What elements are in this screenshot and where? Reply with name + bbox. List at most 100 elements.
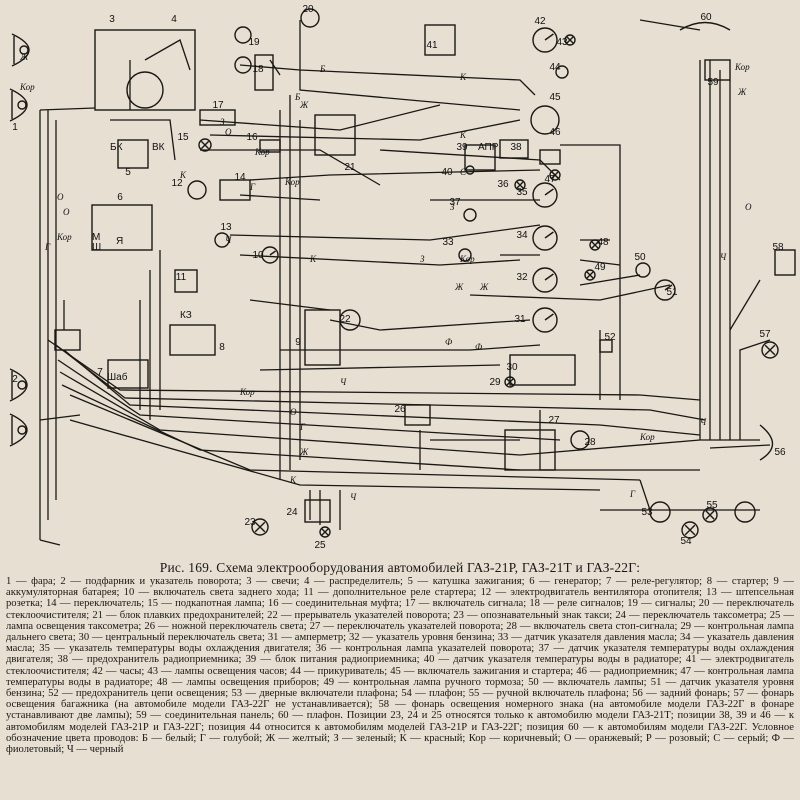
wire-label-mid-18: Ж: [479, 282, 489, 292]
wire-13: [39, 107, 96, 111]
taxometer-switch-24: [304, 499, 331, 523]
reverse-switch-10: [261, 246, 279, 264]
component-number-14: 14: [234, 172, 246, 183]
component-number-8: 8: [219, 342, 225, 353]
hood-lamp-15: [198, 138, 212, 152]
wire-35: [229, 224, 541, 241]
coupling-16: [259, 139, 281, 153]
horn-19a: [234, 26, 252, 44]
temp-gauge-35-needle: [544, 188, 554, 196]
wire-label-mid-22: Ч: [340, 377, 347, 387]
terminal-mark-4: Ш: [92, 242, 101, 253]
taxi-sign-23-cross: [254, 521, 266, 533]
fuse-52: [599, 339, 613, 353]
wire-label-bottom-7: Кор: [639, 432, 655, 442]
component-number-56: 56: [774, 447, 786, 458]
radio-psu-39: [464, 144, 496, 171]
component-number-47: 47: [544, 174, 556, 185]
handbrake-lamp-49: [584, 269, 596, 281]
wire-label-mid-7: К: [179, 170, 187, 180]
fuel-gauge-32: [532, 267, 558, 293]
clock-42-needle: [544, 33, 554, 41]
terminal-mark-3: М: [92, 232, 100, 243]
hood-lamp-15-cross: [200, 140, 210, 150]
component-number-31: 31: [514, 314, 526, 325]
wire-5: [47, 339, 701, 401]
radio-46: [539, 149, 561, 165]
headlight-1b-bulb: [17, 380, 27, 390]
panel-lamp-48-cross: [591, 241, 599, 249]
wire-49: [560, 144, 621, 400]
flasher-22: [339, 309, 361, 331]
wire-25: [144, 39, 191, 71]
component-number-36: 36: [497, 179, 509, 190]
component-number-43: 43: [556, 37, 568, 48]
trunk-lamp-57-cross: [764, 344, 776, 356]
wire-11: [69, 394, 641, 481]
wire-44: [469, 284, 671, 301]
ammeter-31-needle: [544, 313, 554, 321]
temp-lamp-47-cross: [551, 171, 559, 179]
component-number-6: 6: [117, 192, 123, 203]
component-number-18: 18: [252, 64, 264, 75]
component-number-28: 28: [584, 437, 596, 448]
starter-8: [169, 324, 216, 356]
fuel-sender-51: [654, 279, 676, 301]
component-number-33: 33: [442, 237, 454, 248]
turn-lamp-36: [514, 179, 526, 191]
component-number-34: 34: [516, 230, 528, 241]
wire-24: [110, 119, 176, 161]
wire-27: [199, 104, 441, 131]
temp-lamp-47: [549, 169, 561, 181]
component-number-22: 22: [339, 314, 351, 325]
wire-21: [709, 444, 771, 449]
spark-plugs-3: [94, 29, 196, 111]
wire-label-mid-5: О: [225, 127, 232, 137]
wire-label-mid-6: Б: [294, 92, 301, 102]
component-number-52: 52: [604, 332, 616, 343]
wire-label-mid-8: Кор: [284, 177, 300, 187]
wire-label-mid-2: К: [459, 72, 467, 82]
temp-gauge-35: [532, 182, 558, 208]
oil-gauge-34: [532, 225, 558, 251]
wire-label-bottom-5: К: [289, 475, 297, 485]
socket-13: [214, 232, 230, 248]
wire-10: [61, 384, 521, 471]
wire-label-right-2: Ж: [737, 87, 747, 97]
taxi-sign-23: [251, 518, 269, 536]
wire-label-bottom-4: Ж: [299, 447, 309, 457]
component-number-30: 30: [506, 362, 518, 373]
wire-label-mid-19: З: [450, 202, 455, 212]
wire-label-left-6: Г: [44, 242, 51, 252]
component-number-49: 49: [594, 262, 606, 273]
terminal-mark-7: Шаб: [107, 371, 128, 383]
door-switch-53b: [734, 501, 756, 523]
wire-label-mid-15: Ж: [454, 282, 464, 292]
ignition-coil-5: [117, 139, 149, 169]
tail-lamp-56: [759, 424, 774, 461]
wire-32: [299, 20, 521, 111]
sidelamp-2b-bulb: [19, 45, 29, 55]
component-number-7: 7: [97, 367, 103, 378]
battery-9: [304, 309, 341, 366]
clock-lamp-43: [564, 34, 576, 46]
wire-label-mid-21: К: [459, 130, 467, 140]
wire-label-bottom-1: Кор: [239, 387, 255, 397]
dome-switch-55-cross: [705, 510, 715, 520]
wire-51: [729, 279, 761, 331]
component-number-32: 32: [516, 272, 528, 283]
wire-label-mid-4: З: [220, 117, 225, 127]
dome-lamp-54: [681, 521, 699, 539]
wire-40: [259, 364, 501, 371]
component-number-40: 40: [441, 167, 453, 178]
wire-label-mid-12: К: [309, 254, 317, 264]
wire-label-left-1: Кор: [19, 82, 35, 92]
fan-motor-12: [187, 180, 207, 200]
terminal-mark-6: КЗ: [180, 310, 192, 321]
component-number-39: 39: [456, 142, 468, 153]
sidelamp-2: [9, 413, 28, 447]
wire-label-left-3: О: [57, 192, 64, 202]
component-number-4: 4: [171, 14, 177, 25]
radio-fuse-38: [499, 139, 529, 159]
